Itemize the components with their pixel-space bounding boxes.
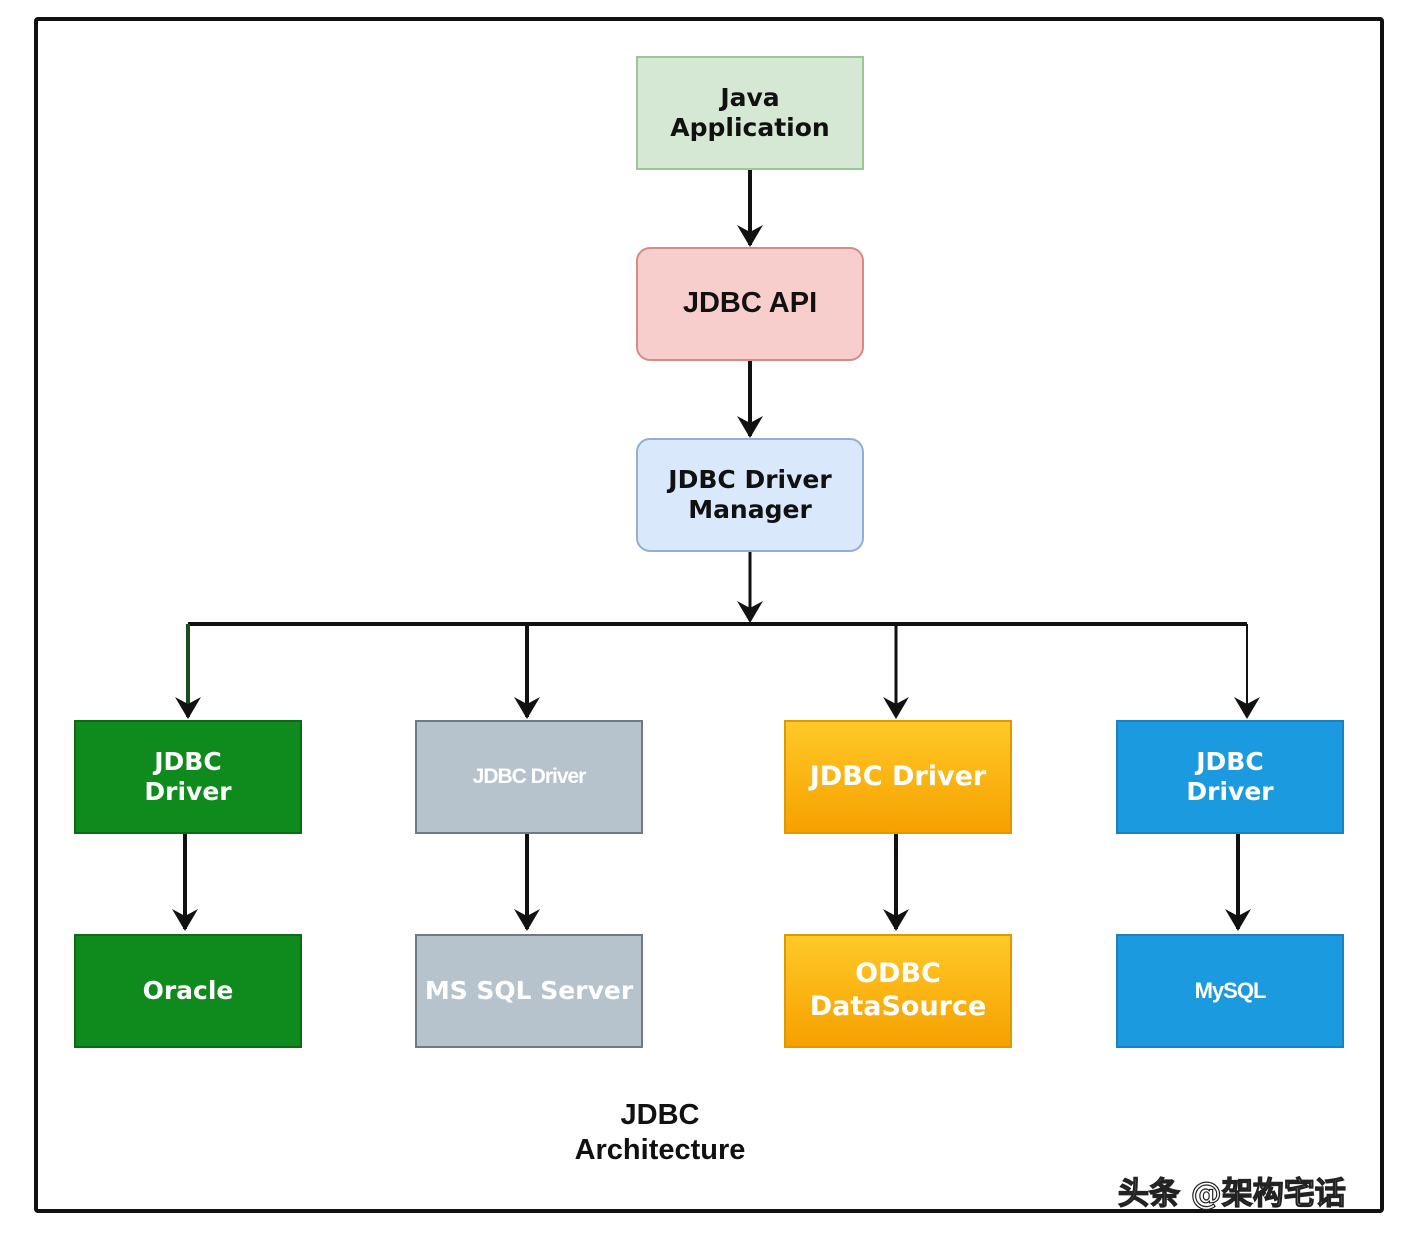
driver-manager-label: JDBC Driver Manager — [668, 464, 832, 525]
diagram-frame — [34, 17, 1384, 1213]
mssql-driver-label: JDBC Driver — [472, 765, 587, 789]
diagram-caption: JDBC Architecture — [574, 1099, 746, 1167]
mysql-db-node: MySQL — [1116, 934, 1344, 1048]
watermark: 头条 @架构宅话 — [1117, 1175, 1346, 1212]
oracle-db-node: Oracle — [74, 934, 302, 1048]
oracle-driver-label: JDBC Driver — [144, 746, 232, 807]
mssql-db-node: MS SQL Server — [415, 934, 643, 1048]
mysql-db-label: MySQL — [1194, 977, 1267, 1003]
odbc-datasource-node: ODBC DataSource — [784, 934, 1012, 1048]
jdbc-api-node: JDBC API — [636, 247, 864, 361]
oracle-driver-node: JDBC Driver — [74, 720, 302, 834]
odbc-driver-label: JDBC Driver — [809, 760, 987, 792]
mssql-db-label: MS SQL Server — [424, 975, 634, 1005]
mssql-driver-node: JDBC Driver — [415, 720, 643, 834]
driver-manager-node: JDBC Driver Manager — [636, 438, 864, 552]
odbc-driver-node: JDBC Driver — [784, 720, 1012, 834]
java-application-node: Java Application — [636, 56, 864, 170]
jdbc-api-label: JDBC API — [682, 287, 818, 320]
oracle-db-label: Oracle — [142, 975, 234, 1005]
mysql-driver-label: JDBC Driver — [1186, 746, 1274, 807]
java-application-label: Java Application — [670, 82, 830, 143]
mysql-driver-node: JDBC Driver — [1116, 720, 1344, 834]
odbc-datasource-label: ODBC DataSource — [809, 958, 987, 1022]
